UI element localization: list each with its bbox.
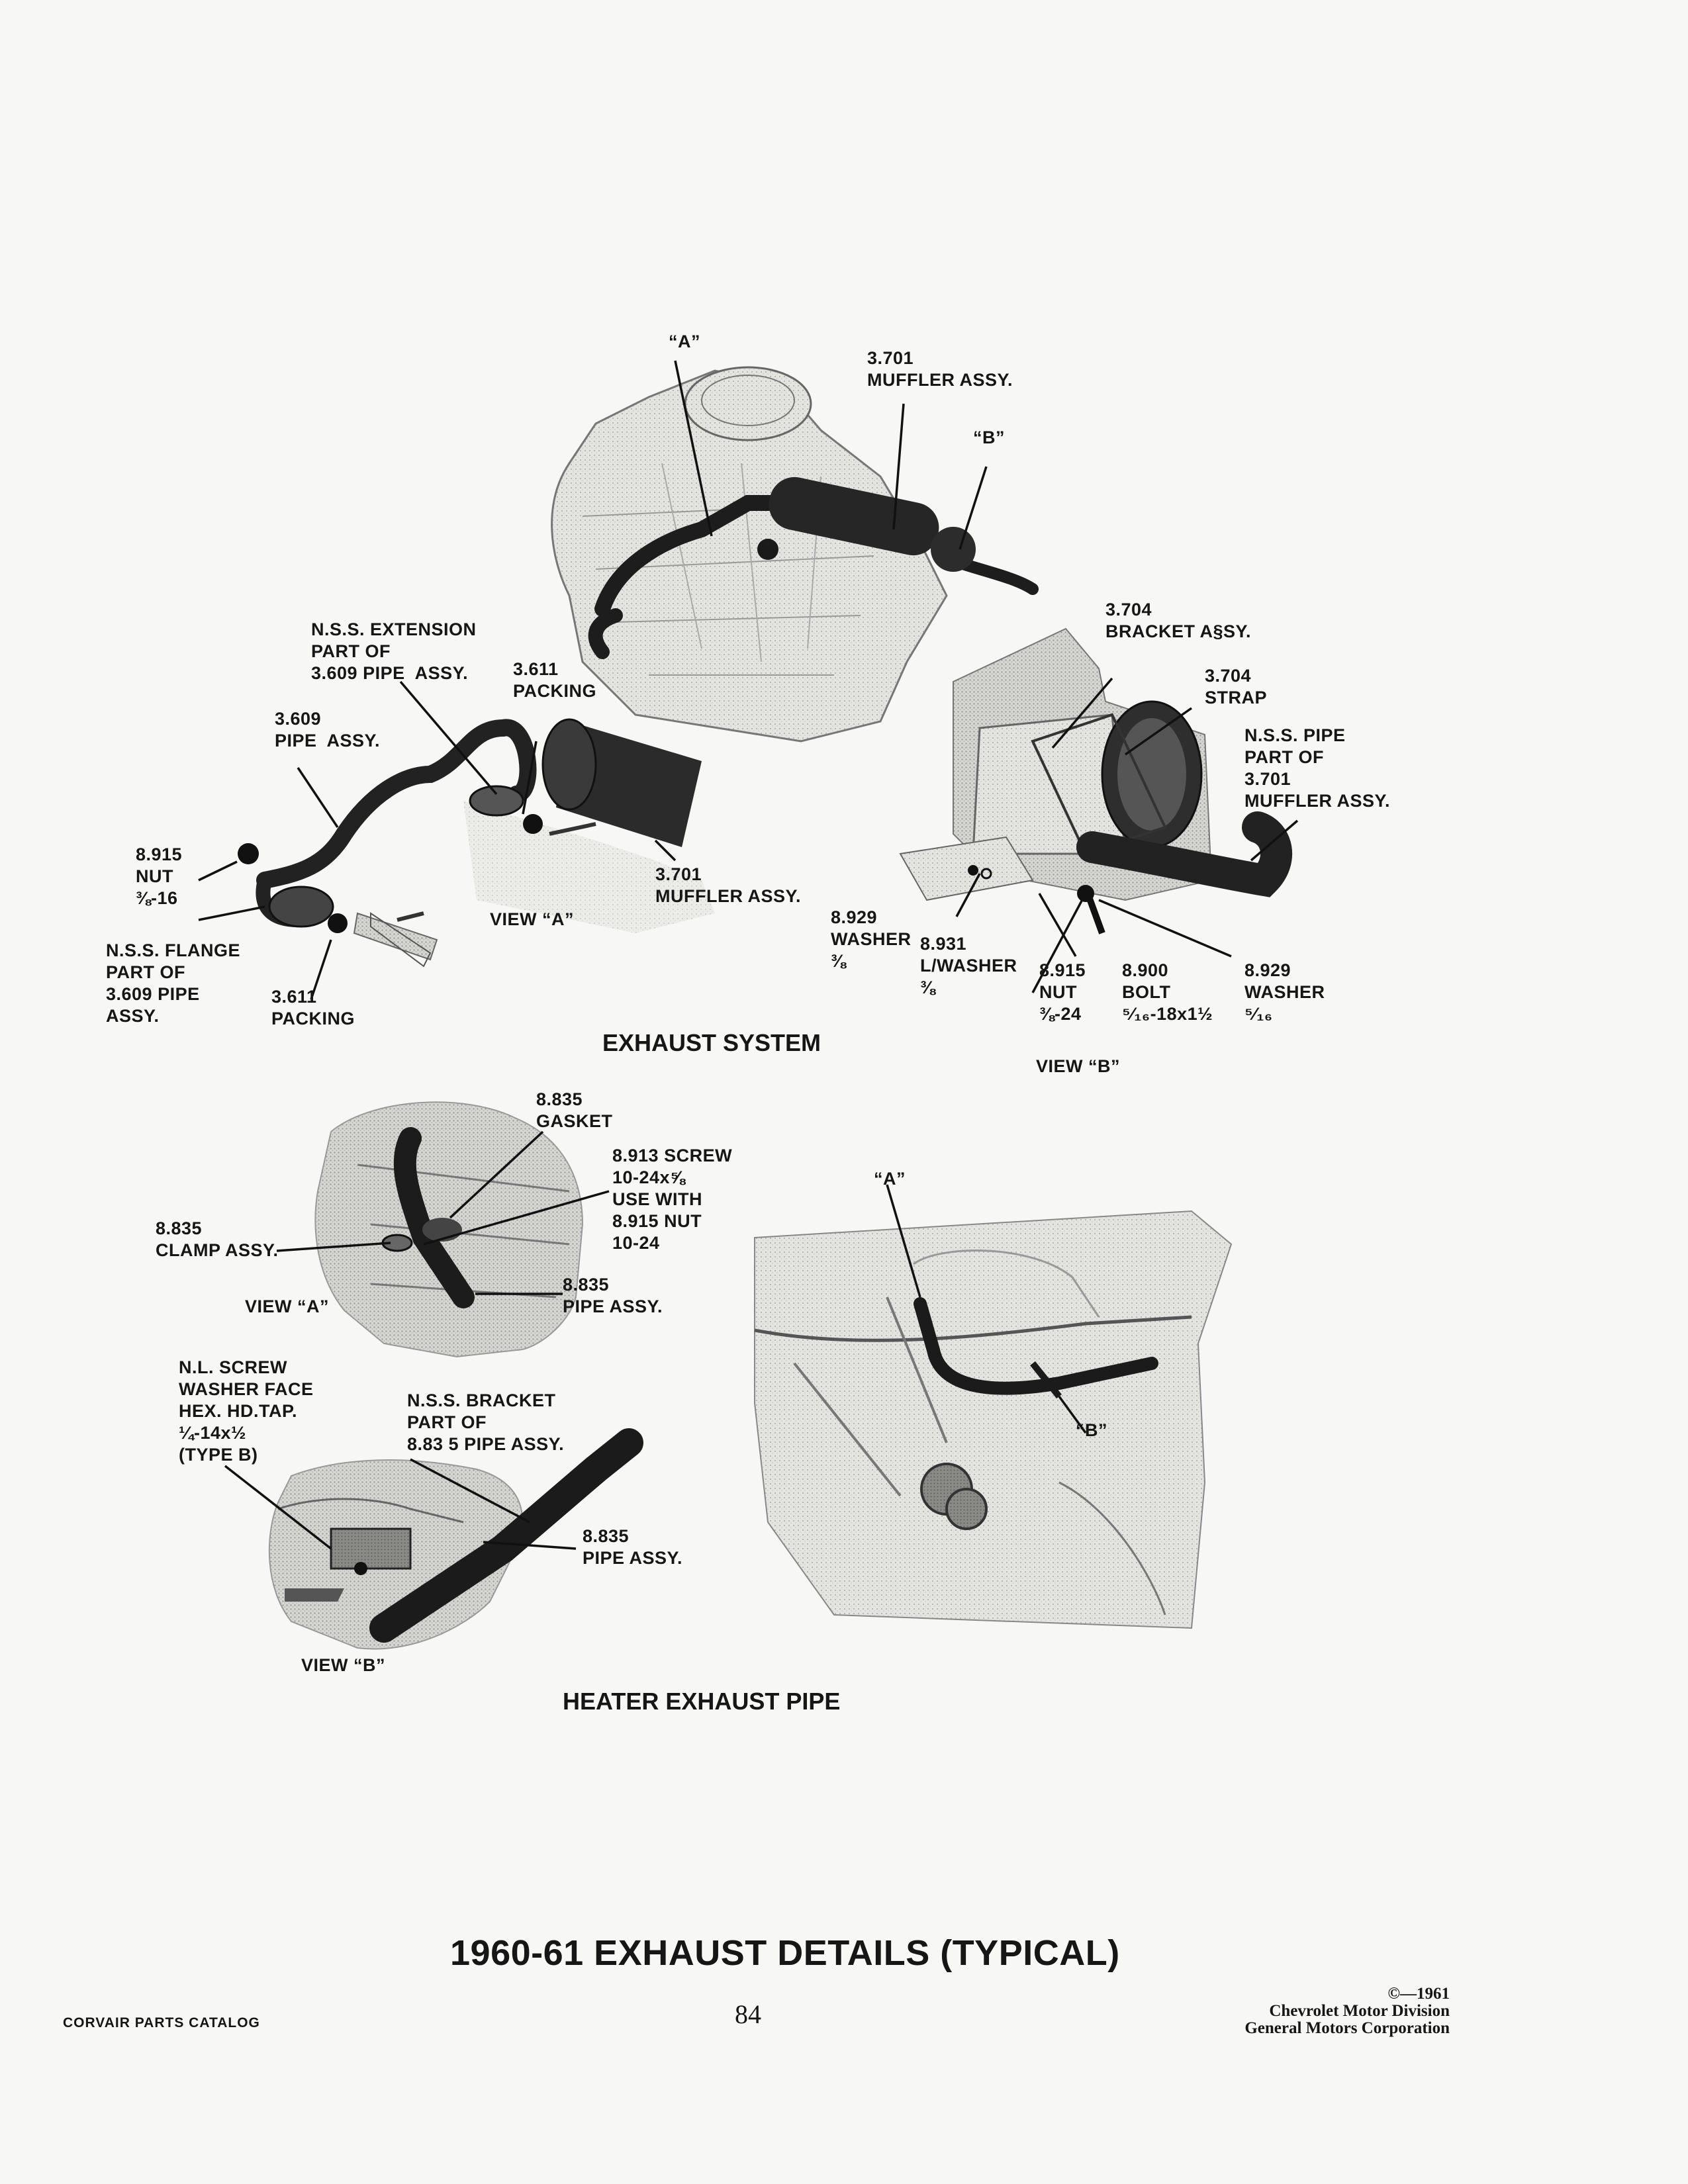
car-rear-illustration (754, 1210, 1233, 1629)
copyright-year: ©—1961 (1387, 1985, 1450, 2003)
washer-label-left: 8.929 WASHER ⅜ (831, 907, 912, 971)
exhaust-system-title: EXHAUST SYSTEM (602, 1029, 821, 1056)
packing-label-bottom: 3.611 PACKING (271, 987, 355, 1028)
gasket-label: 8.835 GASKET (536, 1089, 613, 1131)
view-b-illustration (899, 627, 1292, 934)
nut-label-left: 8.915 NUT ⅜-16 (136, 844, 183, 908)
nss-flange-label: N.S.S. FLANGE PART OF 3.609 PIPE ASSY. (106, 940, 241, 1026)
muffler-assy-label: 3.701 MUFFLER ASSY. (867, 348, 1013, 390)
pipe-assy-label-bottom: 8.835 PIPE ASSY. (583, 1526, 683, 1568)
clamp-assy-label: 8.835 CLAMP ASSY. (156, 1218, 279, 1260)
page-number: 84 (735, 1999, 761, 2029)
heater-view-b-illustration (268, 1428, 643, 1650)
view-b-caption: VIEW “B” (1036, 1056, 1121, 1076)
copyright-block: ©—1961 Chevrolet Motor Division General … (1145, 1985, 1450, 2037)
corporation-name: General Motors Corporation (1244, 2019, 1450, 2037)
lock-washer-label: 8.931 L/WASHER ⅜ (920, 934, 1017, 997)
heater-view-b-caption: VIEW “B” (301, 1655, 386, 1675)
nss-pipe-label: N.S.S. PIPE PART OF 3.701 MUFFLER ASSY. (1244, 725, 1391, 811)
catalog-name: CORVAIR PARTS CATALOG (63, 2015, 260, 2030)
view-a-caption: VIEW “A” (490, 909, 575, 929)
nss-extension-label: N.S.S. EXTENSION PART OF 3.609 PIPE ASSY… (311, 619, 477, 683)
bolt-label: 8.900 BOLT ⁵⁄₁₆-18x1½ (1122, 960, 1213, 1024)
screw-label: 8.913 SCREW 10-24x⅝ USE WITH 8.915 NUT 1… (612, 1146, 733, 1253)
leader-lines (198, 360, 1299, 1550)
strap-label: 3.704 STRAP (1205, 666, 1268, 707)
nss-bracket-label: N.S.S. BRACKET PART OF 8.83 5 PIPE ASSY. (407, 1390, 565, 1454)
page-title: 1960-61 EXHAUST DETAILS (TYPICAL) (450, 1933, 1120, 1973)
bracket-assy-label: 3.704 BRACKET A§SY. (1105, 600, 1252, 641)
nl-screw-label: N.L. SCREW WASHER FACE HEX. HD.TAP. ¼-14… (179, 1357, 314, 1465)
view-a-illustration (238, 718, 715, 968)
washer-label-right: 8.929 WASHER ⁵⁄₁₆ (1244, 960, 1325, 1024)
engine-illustration (551, 366, 1039, 743)
heater-view-a-marker: “A” (874, 1169, 906, 1189)
heater-view-b-marker: “B” (1076, 1420, 1107, 1440)
view-b-marker: “B” (973, 428, 1005, 447)
packing-label-top: 3.611 PACKING (513, 659, 597, 701)
heater-view-a-illustration (314, 1101, 584, 1358)
pipe-assy-label: 3.609 PIPE ASSY. (275, 709, 381, 751)
muffler-assy-label-view-a: 3.701 MUFFLER ASSY. (655, 864, 802, 906)
heater-view-a-caption: VIEW “A” (245, 1297, 330, 1316)
nut-label-right: 8.915 NUT ⅜-24 (1039, 960, 1086, 1024)
pipe-assy-label-top: 8.835 PIPE ASSY. (563, 1275, 663, 1316)
division-name: Chevrolet Motor Division (1269, 2002, 1450, 2020)
view-a-marker: “A” (669, 332, 700, 351)
heater-exhaust-title: HEATER EXHAUST PIPE (563, 1688, 841, 1715)
